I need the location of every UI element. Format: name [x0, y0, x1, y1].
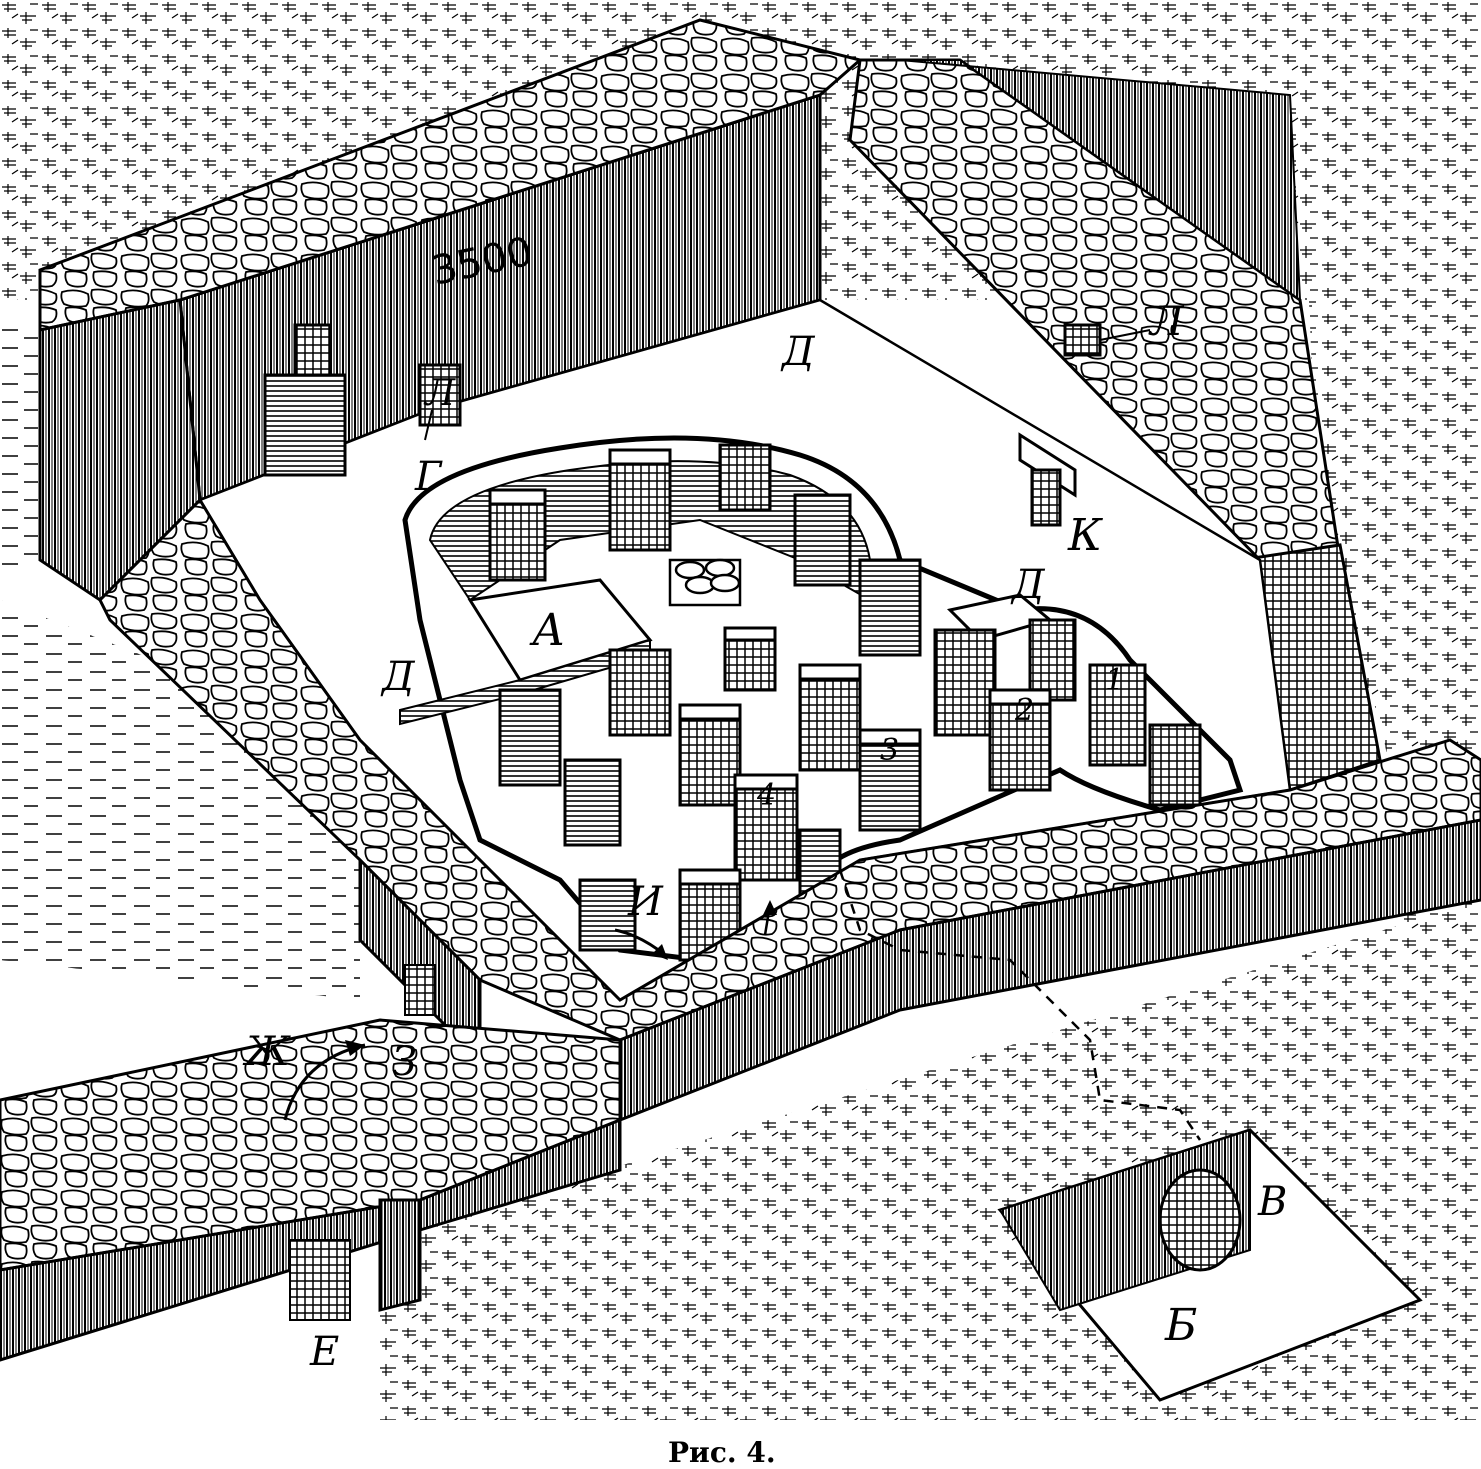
- pillar: [733, 773, 799, 882]
- pillar: [718, 443, 772, 512]
- door-K: [1030, 468, 1062, 527]
- figure-caption: Рис. 4.: [668, 1436, 776, 1469]
- leader-G: [424, 409, 433, 441]
- label-L-right: Л: [1148, 299, 1185, 345]
- pillars: [488, 443, 1202, 962]
- label-L-back: Л: [423, 373, 456, 414]
- pillar: [723, 626, 777, 692]
- label-D-back: Д: [780, 329, 816, 375]
- pillar: [858, 558, 922, 657]
- leader-L-right: [1099, 329, 1151, 341]
- label-V: В: [1257, 1179, 1287, 1225]
- pillar-number-1: 1: [1105, 663, 1124, 698]
- entrance-E: [289, 1239, 351, 1321]
- pillar: [488, 488, 547, 582]
- wall-segment-left: [378, 1198, 422, 1312]
- label-K: К: [1067, 510, 1103, 561]
- pillar: [793, 493, 852, 587]
- arrow-Zh-head: [345, 1040, 365, 1056]
- pit-B-opening: [1158, 1168, 1242, 1272]
- pillar: [1148, 723, 1202, 807]
- pillar: [933, 628, 997, 737]
- label-D-left: Д: [380, 654, 416, 700]
- label-G: Г: [414, 454, 443, 500]
- pillar: [1028, 618, 1077, 702]
- pillar: [798, 663, 862, 772]
- pillar: [858, 728, 922, 832]
- ground-left-upper: [0, 320, 40, 580]
- pillar: [988, 688, 1052, 792]
- label-I: И: [627, 879, 664, 925]
- opening-Z: [404, 964, 436, 1016]
- arrow-I-head: [652, 944, 668, 960]
- label-E: Е: [309, 1329, 339, 1375]
- pillar: [578, 878, 637, 952]
- label-D-right: Д: [1010, 562, 1046, 608]
- pillar-number-2: 2: [1014, 693, 1034, 728]
- niche-L-right: [1063, 323, 1102, 357]
- label-A: А: [529, 605, 565, 656]
- pillar: [608, 648, 672, 737]
- pillar: [678, 703, 742, 807]
- right-wall-back-face: [899, 59, 1302, 302]
- pillar-number-3: 3: [880, 733, 899, 768]
- pillar: [608, 448, 672, 552]
- doorway-back-wall: [263, 373, 347, 477]
- niche-L-back: [418, 363, 462, 427]
- label-B: Б: [1164, 1300, 1197, 1351]
- arrow-up-head: [763, 900, 777, 915]
- vessels: [668, 558, 742, 607]
- pillar-number-4: 4: [756, 778, 776, 813]
- label-Zh: Ж: [242, 1029, 291, 1075]
- ground-left: [0, 600, 360, 1000]
- pillar: [563, 758, 622, 847]
- pillar: [498, 688, 562, 787]
- underground-outline: [838, 869, 1202, 1141]
- label-Z: З: [392, 1039, 417, 1085]
- pillar: [1088, 663, 1147, 767]
